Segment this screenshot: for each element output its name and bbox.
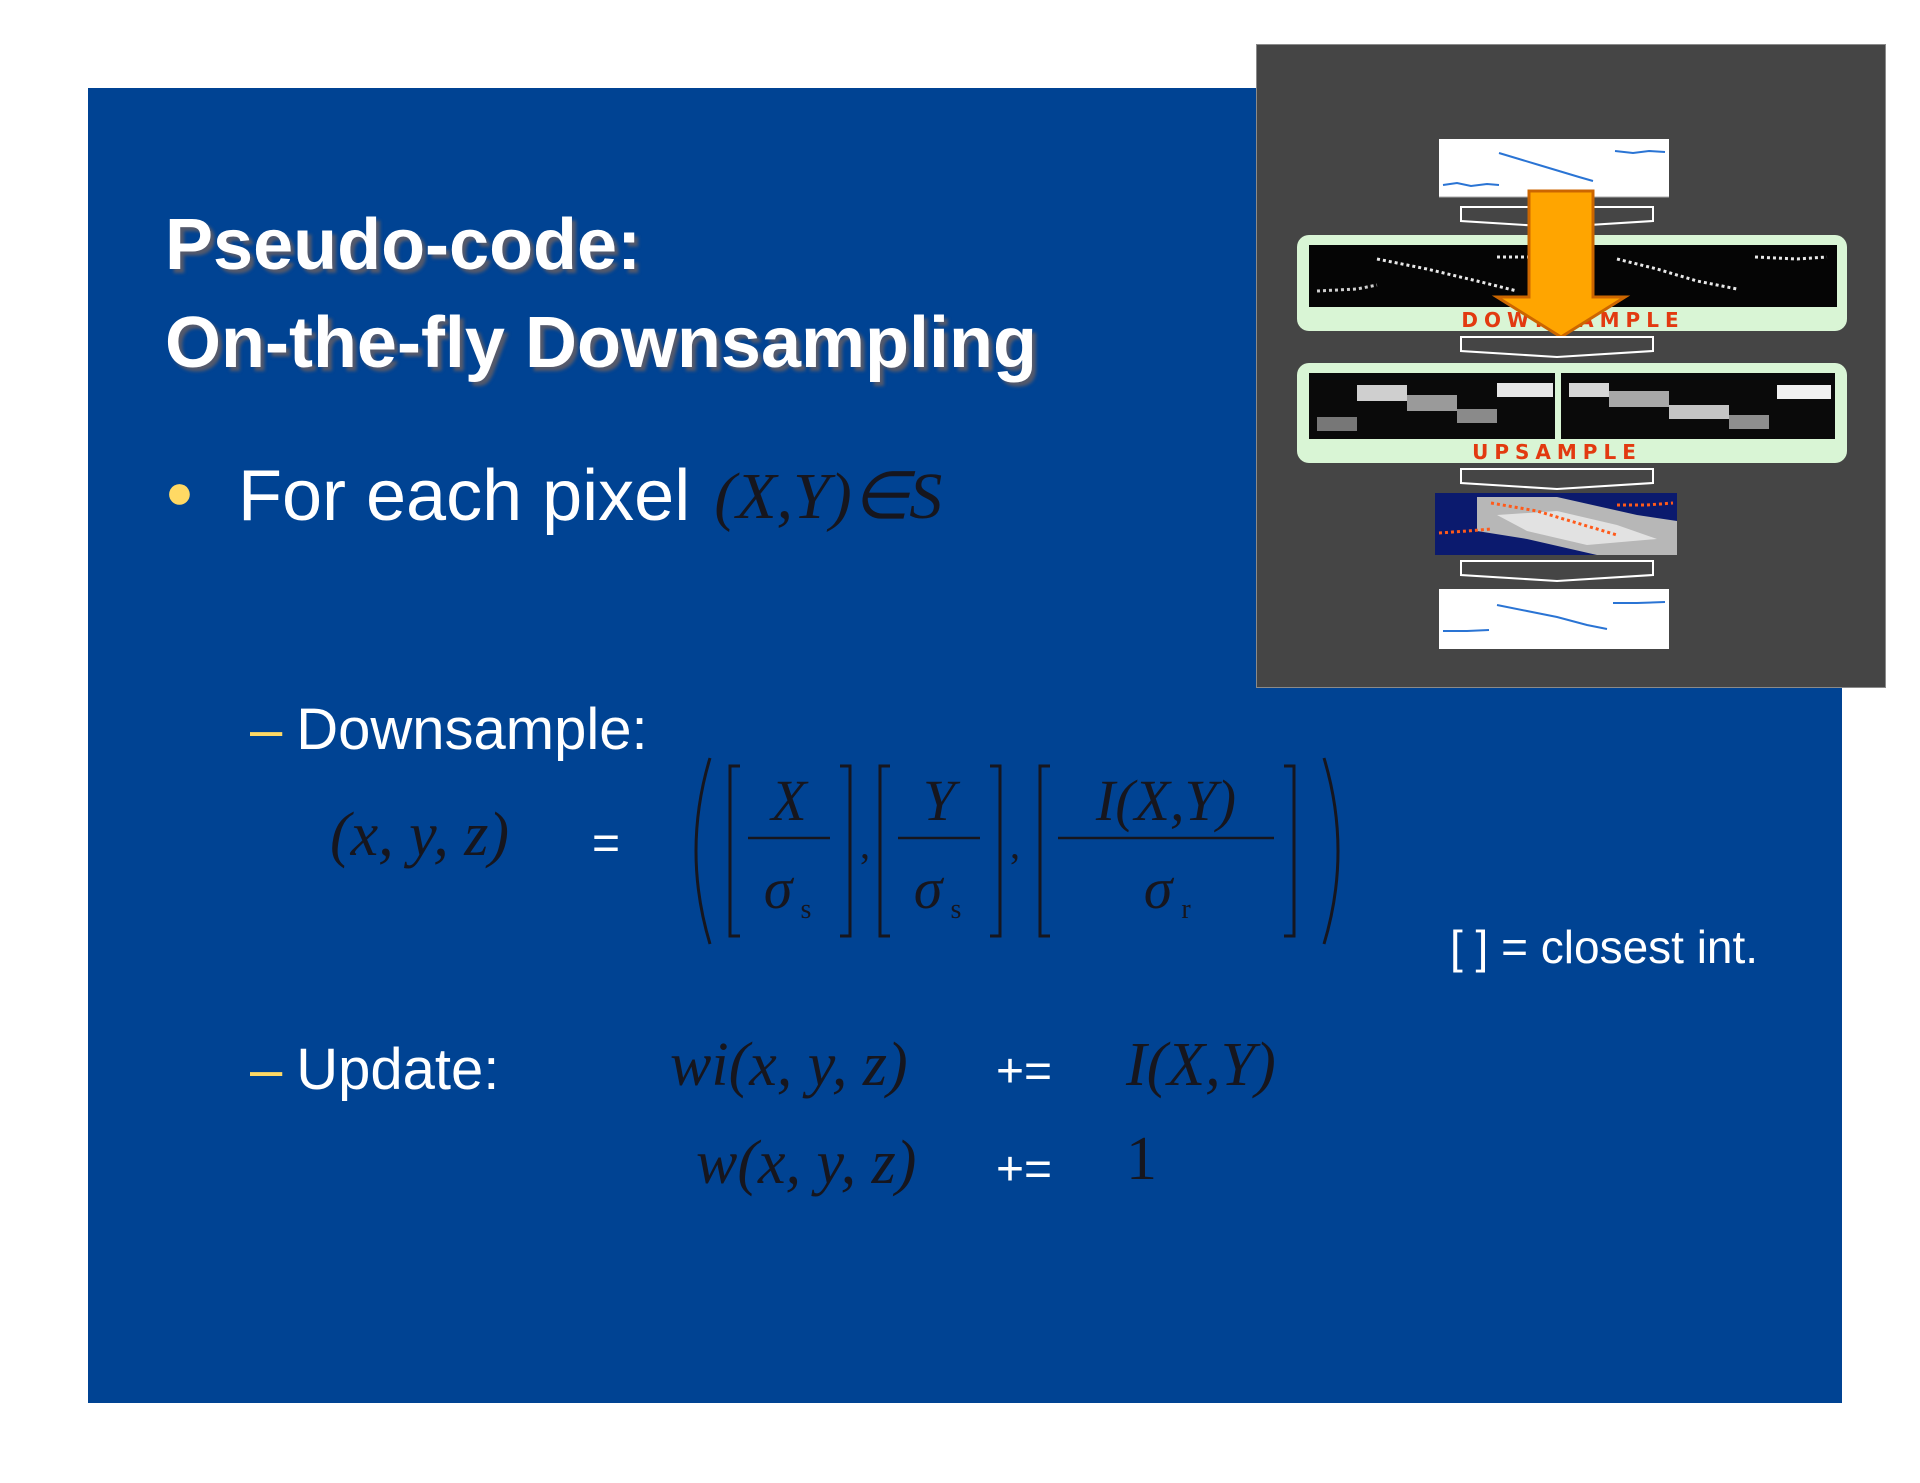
slide-title: Pseudo-code: On-the-fly Downsampling: [165, 196, 1037, 392]
update-line2-op: +=: [996, 1143, 1053, 1196]
downsample-item: –Downsample:: [250, 696, 648, 763]
bullet-math: (X,Y)∈S: [714, 460, 943, 533]
update-line1-lhs: wi(x, y, z): [670, 1031, 908, 1099]
bullet-dot-icon: ●: [165, 465, 194, 519]
slicing-result: [1435, 493, 1677, 555]
update-label: Update:: [296, 1037, 500, 1102]
title-line-1: Pseudo-code:: [165, 205, 642, 285]
comma-2: ,: [1010, 822, 1020, 867]
frac2-numerator: Y: [923, 768, 961, 833]
bullet-item: ● For each pixel (X,Y)∈S: [165, 455, 942, 537]
pipeline-diagram: DOWNSAMPLE UPSAMPLE: [1297, 139, 1847, 649]
frac3-denominator: σ: [1144, 856, 1175, 921]
down-arrow-icon: [1491, 189, 1631, 339]
frac1-subscript: s: [801, 894, 812, 925]
update-line2-lhs: w(x, y, z): [696, 1129, 917, 1197]
update-line1-op: +=: [996, 1045, 1053, 1098]
frac3-numerator: I(X,Y): [1095, 768, 1236, 833]
input-signal-plot: [1439, 139, 1669, 198]
downsample-equals: =: [592, 817, 621, 870]
frac3-subscript: r: [1181, 894, 1191, 925]
dash-icon: –: [250, 697, 283, 762]
downsample-formula: X σ s , Y σ s , I(X,Y) σ r: [694, 757, 1340, 945]
frac2-subscript: s: [951, 894, 962, 925]
frac1-denominator: σ: [764, 856, 795, 921]
bullet-text: For each pixel: [238, 456, 691, 536]
downsample-lhs: (x, y, z): [330, 801, 510, 869]
update-line2-rhs: 1: [1126, 1125, 1157, 1193]
downsample-label: Downsample:: [296, 697, 648, 762]
comma-1: ,: [860, 822, 870, 867]
closest-int-note: [ ] = closest int.: [1450, 921, 1759, 973]
update-item: –Update:: [250, 1036, 499, 1103]
upsample-stage: UPSAMPLE: [1297, 363, 1847, 464]
frac2-denominator: σ: [914, 856, 945, 921]
pipeline-figure: DOWNSAMPLE UPSAMPLE: [1256, 44, 1886, 688]
output-signal-plot: [1439, 589, 1669, 649]
title-line-2: On-the-fly Downsampling: [165, 303, 1037, 383]
left-paren: [694, 757, 712, 945]
dash-icon: –: [250, 1037, 283, 1102]
right-paren: [1322, 757, 1340, 945]
update-line1-rhs: I(X,Y): [1126, 1031, 1276, 1099]
upsample-stage-label: UPSAMPLE: [1472, 440, 1642, 464]
frac1-numerator: X: [769, 768, 809, 833]
